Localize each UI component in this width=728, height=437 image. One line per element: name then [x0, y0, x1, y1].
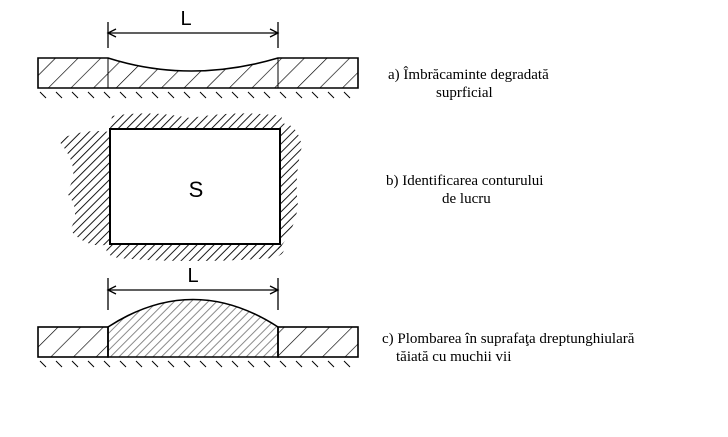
- ground-ticks-a: [39, 91, 351, 99]
- caption-c-line1: c) Plombarea în suprafaţa dreptunghiular…: [382, 331, 635, 347]
- dimension-line-a: [106, 22, 280, 48]
- contour-section-b: S: [58, 113, 302, 261]
- caption-b-line1: b) Identificarea conturului: [386, 173, 544, 189]
- area-label: S: [189, 177, 204, 202]
- caption-b-line2: de lucru: [442, 191, 491, 207]
- right-slab: [277, 326, 359, 358]
- dimension-line-c: [106, 278, 280, 310]
- patch-fill: [107, 298, 279, 358]
- ground-ticks-c: [39, 360, 351, 368]
- caption-b: b) Identificarea conturului de lucru: [386, 172, 543, 208]
- caption-a: a) Îmbrăcaminte degradată suprficial: [388, 66, 549, 102]
- pavement-section-a: L: [37, 8, 359, 99]
- pavement-section-c: L: [37, 265, 359, 368]
- caption-a-line2: suprficial: [436, 85, 493, 101]
- left-slab: [37, 326, 109, 358]
- caption-a-line1: a) Îmbrăcaminte degradată: [388, 67, 549, 83]
- dimension-label-a: L: [180, 8, 191, 30]
- surrounding-hatching: [58, 113, 302, 261]
- dimension-label-c: L: [187, 265, 198, 287]
- work-contour: [109, 128, 281, 245]
- caption-c: c) Plombarea în suprafaţa dreptunghiular…: [382, 330, 634, 366]
- caption-c-line2: tăiată cu muchii vii: [396, 349, 512, 365]
- degraded-slab: [37, 57, 359, 89]
